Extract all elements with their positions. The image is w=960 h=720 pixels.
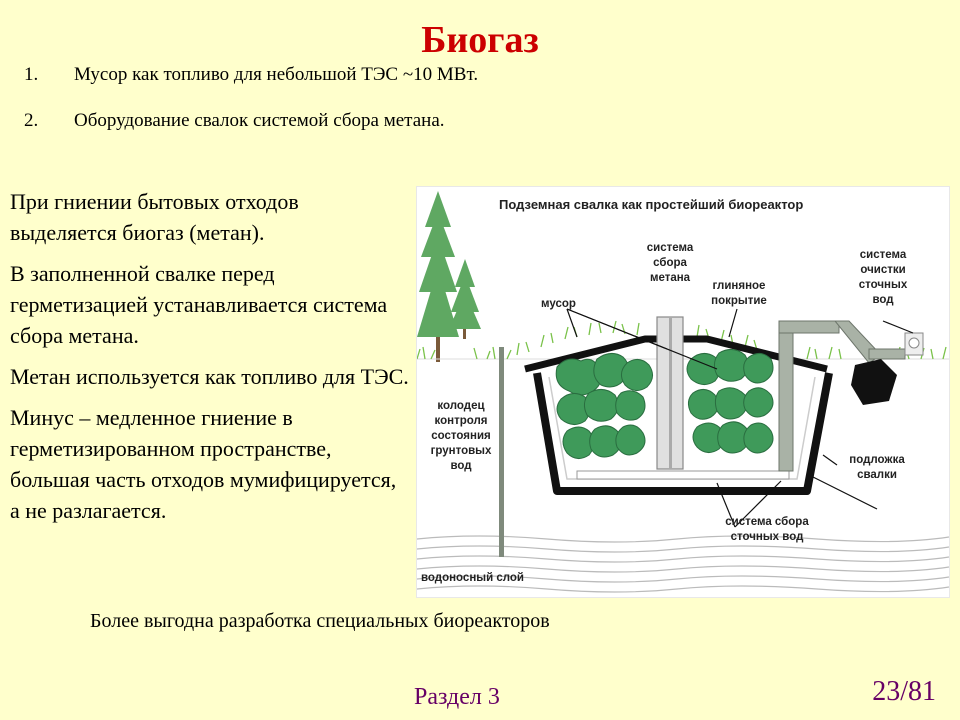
gas-collection-pipe <box>656 316 684 470</box>
footer-note: Более выгодна разработка специальных био… <box>90 610 550 632</box>
label-trash: мусор <box>541 298 576 310</box>
label-aquifer: водоносный слой <box>421 572 524 584</box>
section-label: Раздел 3 <box>414 684 500 710</box>
monitoring-well <box>499 347 504 557</box>
drain-pipe <box>576 470 790 480</box>
leader-lines <box>566 308 914 528</box>
label-gas-system: сбора <box>653 257 687 269</box>
label-gas-system: система <box>647 242 694 254</box>
list-text: Мусор как топливо для небольшой ТЭС ~10 … <box>74 64 479 85</box>
diagram-svg: Подземная свалка как простейший биореакт… <box>417 191 949 593</box>
treatment-device-icon <box>904 332 924 356</box>
label-liner: свалки <box>857 469 897 481</box>
label-liner: подложка <box>849 454 905 466</box>
trash-left <box>555 353 653 459</box>
page-number: 23/81 <box>872 676 936 707</box>
label-drain: сточных вод <box>731 531 804 543</box>
list-item: 1. Мусор как топливо для небольшой ТЭС ~… <box>24 64 478 110</box>
list-number: 2. <box>24 110 39 131</box>
label-treatment: очистки <box>860 264 905 276</box>
paragraph-collection: В заполненной свалке перед герметизацией… <box>10 261 388 348</box>
paragraph-biogas: При гниении бытовых отходов выделяется б… <box>10 189 299 245</box>
label-well: грунтовых <box>431 445 492 457</box>
label-well: вод <box>450 460 472 472</box>
label-clay-cover: покрытие <box>711 295 767 307</box>
list-text: Оборудование свалок системой сбора метан… <box>74 110 445 131</box>
label-treatment: вод <box>872 294 894 306</box>
list-number: 1. <box>24 64 39 85</box>
bioreactor-diagram: Подземная свалка как простейший биореакт… <box>416 186 950 598</box>
treatment-tank <box>851 359 897 405</box>
label-drain: система сбора <box>725 516 809 528</box>
label-well: колодец <box>437 400 484 412</box>
label-treatment: система <box>860 249 907 261</box>
label-gas-system: метана <box>650 272 691 284</box>
paragraph-fuel: Метан используется как топливо для ТЭС. <box>10 364 409 389</box>
list-item: 2. Оборудование свалок системой сбора ме… <box>24 110 478 156</box>
label-well: контроля <box>435 415 488 427</box>
slide-title: Биогаз <box>421 19 539 61</box>
label-treatment: сточных <box>859 279 908 291</box>
body-text: При гниении бытовых отходов выделяется б… <box>10 186 410 536</box>
aquifer-lines <box>417 535 949 593</box>
tree-icon <box>417 191 481 362</box>
paragraph-minus: Минус – медленное гниение в герметизиров… <box>10 405 397 523</box>
landfill-liner <box>533 372 833 495</box>
numbered-list: 1. Мусор как топливо для небольшой ТЭС ~… <box>24 64 478 156</box>
label-well: состояния <box>431 430 490 442</box>
label-clay-cover: глиняное <box>713 280 766 292</box>
diagram-title: Подземная свалка как простейший биореакт… <box>499 197 803 212</box>
trash-right <box>686 349 774 454</box>
treatment-pipe <box>778 320 906 472</box>
